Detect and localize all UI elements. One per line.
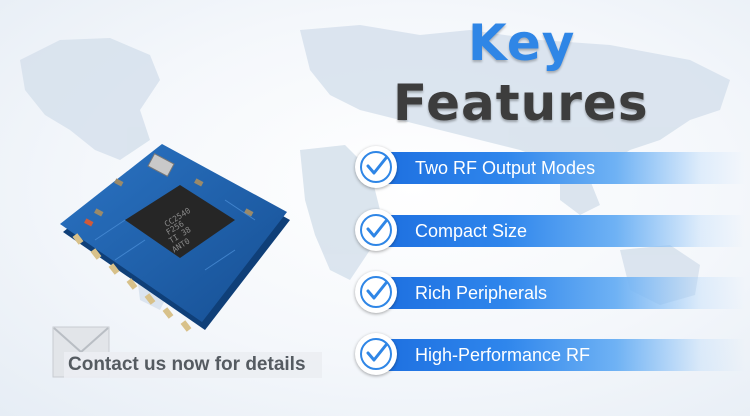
contact-band xyxy=(64,352,322,378)
feature-label: High-Performance RF xyxy=(415,345,591,365)
feature-item-rich-peripherals: Rich Peripherals xyxy=(355,271,745,315)
bluetooth-module-image: CC2540 F256 TI 38 ANT0 xyxy=(60,144,290,332)
feature-label: Compact Size xyxy=(415,221,528,241)
feature-label: Two RF Output Modes xyxy=(415,158,596,178)
title-features: Features xyxy=(393,74,649,132)
checkmark-icon xyxy=(355,146,397,188)
feature-label: Rich Peripherals xyxy=(415,283,548,303)
checkmark-icon xyxy=(355,209,397,251)
feature-bar xyxy=(377,152,745,184)
checkmark-icon xyxy=(355,271,397,313)
chip: CC2540 F256 TI 38 ANT0 xyxy=(125,185,235,258)
feature-item-rf-output-modes: Two RF Output Modes xyxy=(355,146,745,190)
contact-text: Contact us now for details xyxy=(68,354,306,375)
feature-bar xyxy=(377,215,745,247)
feature-bar xyxy=(377,339,745,371)
title-key: Key xyxy=(468,14,576,72)
feature-item-high-performance-rf: High-Performance RF xyxy=(355,333,745,377)
checkmark-icon xyxy=(355,333,397,375)
feature-bar xyxy=(377,277,745,309)
feature-item-compact-size: Compact Size xyxy=(355,209,745,253)
contact-link[interactable]: Contact us now for details xyxy=(52,326,322,378)
